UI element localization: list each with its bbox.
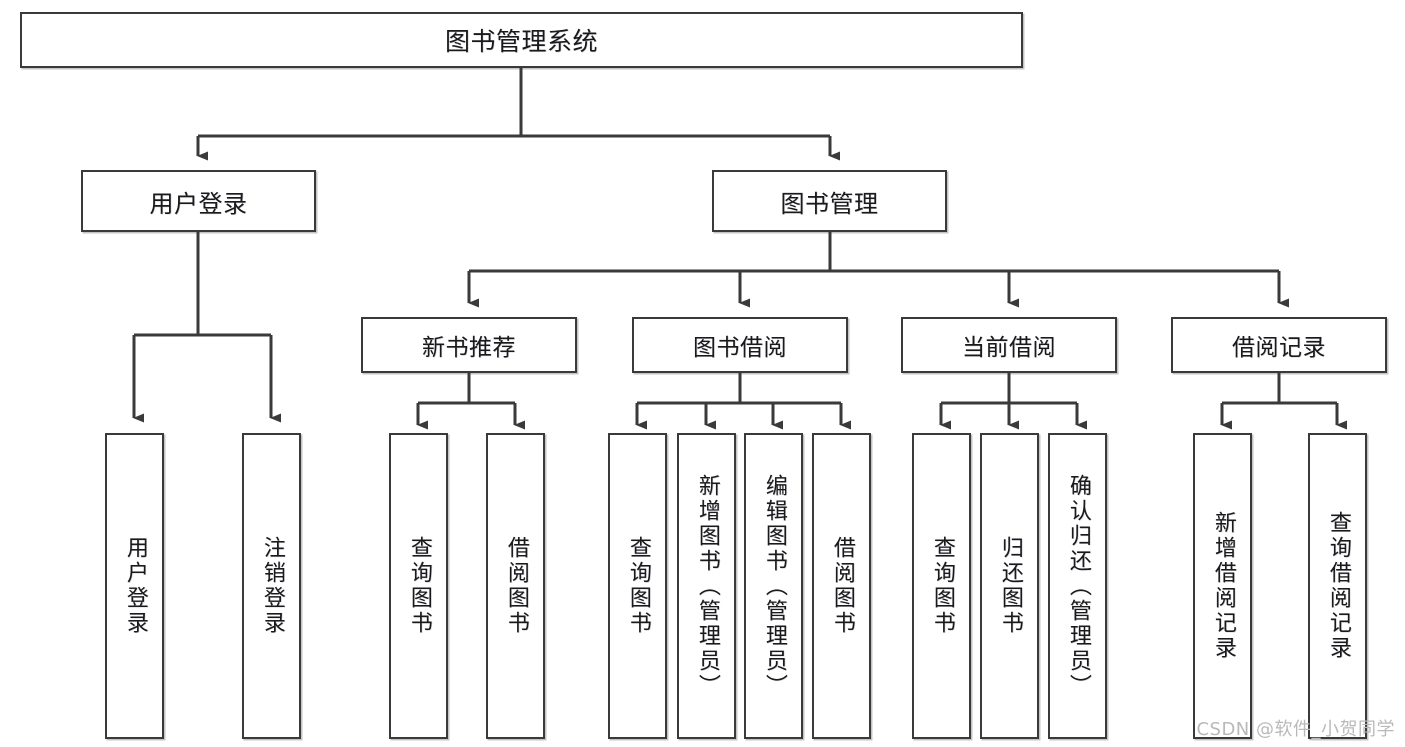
node-new-book-recommend[interactable]: 新书推荐 (361, 317, 577, 373)
leaf-edit-book-admin[interactable]: 编辑图书（管理员） (744, 433, 803, 739)
leaf-borrow-book-1[interactable]: 借阅图书 (486, 433, 545, 739)
leaf-add-book-admin[interactable]: 新增图书（管理员） (677, 433, 736, 739)
leaf-return-book[interactable]: 归还图书 (980, 433, 1039, 739)
leaf-query-book-3-label: 查询图书 (929, 536, 955, 636)
leaf-edit-book-admin-label: 编辑图书（管理员） (761, 473, 787, 699)
node-book-management[interactable]: 图书管理 (712, 170, 947, 232)
node-current-borrow[interactable]: 当前借阅 (901, 317, 1117, 373)
node-book-borrow-label: 图书借阅 (693, 335, 787, 361)
node-borrow-record[interactable]: 借阅记录 (1171, 317, 1387, 373)
leaf-logout-login[interactable]: 注销登录 (242, 433, 301, 739)
leaf-query-borrow-record-label: 查询借阅记录 (1325, 511, 1351, 661)
leaf-borrow-book-2-label: 借阅图书 (829, 536, 855, 636)
leaf-confirm-return-admin-label: 确认归还（管理员） (1065, 473, 1091, 699)
leaf-query-book-1[interactable]: 查询图书 (389, 433, 448, 739)
leaf-query-book-2[interactable]: 查询图书 (608, 433, 667, 739)
node-new-book-recommend-label: 新书推荐 (422, 335, 516, 361)
leaf-add-book-admin-label: 新增图书（管理员） (694, 473, 720, 699)
leaf-add-borrow-record[interactable]: 新增借阅记录 (1193, 433, 1252, 739)
node-current-borrow-label: 当前借阅 (962, 335, 1056, 361)
leaf-add-borrow-record-label: 新增借阅记录 (1210, 511, 1236, 661)
leaf-confirm-return-admin[interactable]: 确认归还（管理员） (1048, 433, 1107, 739)
node-book-management-label: 图书管理 (780, 189, 879, 218)
node-user-login-label: 用户登录 (149, 189, 248, 218)
leaf-borrow-book-2[interactable]: 借阅图书 (812, 433, 871, 739)
node-root-system[interactable]: 图书管理系统 (20, 12, 1023, 68)
node-borrow-record-label: 借阅记录 (1232, 335, 1326, 361)
leaf-user-login[interactable]: 用户登录 (105, 433, 164, 739)
leaf-user-login-label: 用户登录 (122, 536, 148, 636)
watermark-csdn: CSDN @软件_小贺同学 (1196, 719, 1395, 740)
leaf-query-book-2-label: 查询图书 (625, 536, 651, 636)
node-book-borrow[interactable]: 图书借阅 (632, 317, 848, 373)
leaf-query-borrow-record[interactable]: 查询借阅记录 (1308, 433, 1367, 739)
leaf-return-book-label: 归还图书 (997, 536, 1023, 636)
leaf-logout-login-label: 注销登录 (259, 536, 285, 636)
node-root-system-label: 图书管理系统 (444, 27, 598, 56)
leaf-query-book-3[interactable]: 查询图书 (912, 433, 971, 739)
leaf-borrow-book-1-label: 借阅图书 (503, 536, 529, 636)
leaf-query-book-1-label: 查询图书 (406, 536, 432, 636)
node-user-login[interactable]: 用户登录 (81, 170, 316, 232)
